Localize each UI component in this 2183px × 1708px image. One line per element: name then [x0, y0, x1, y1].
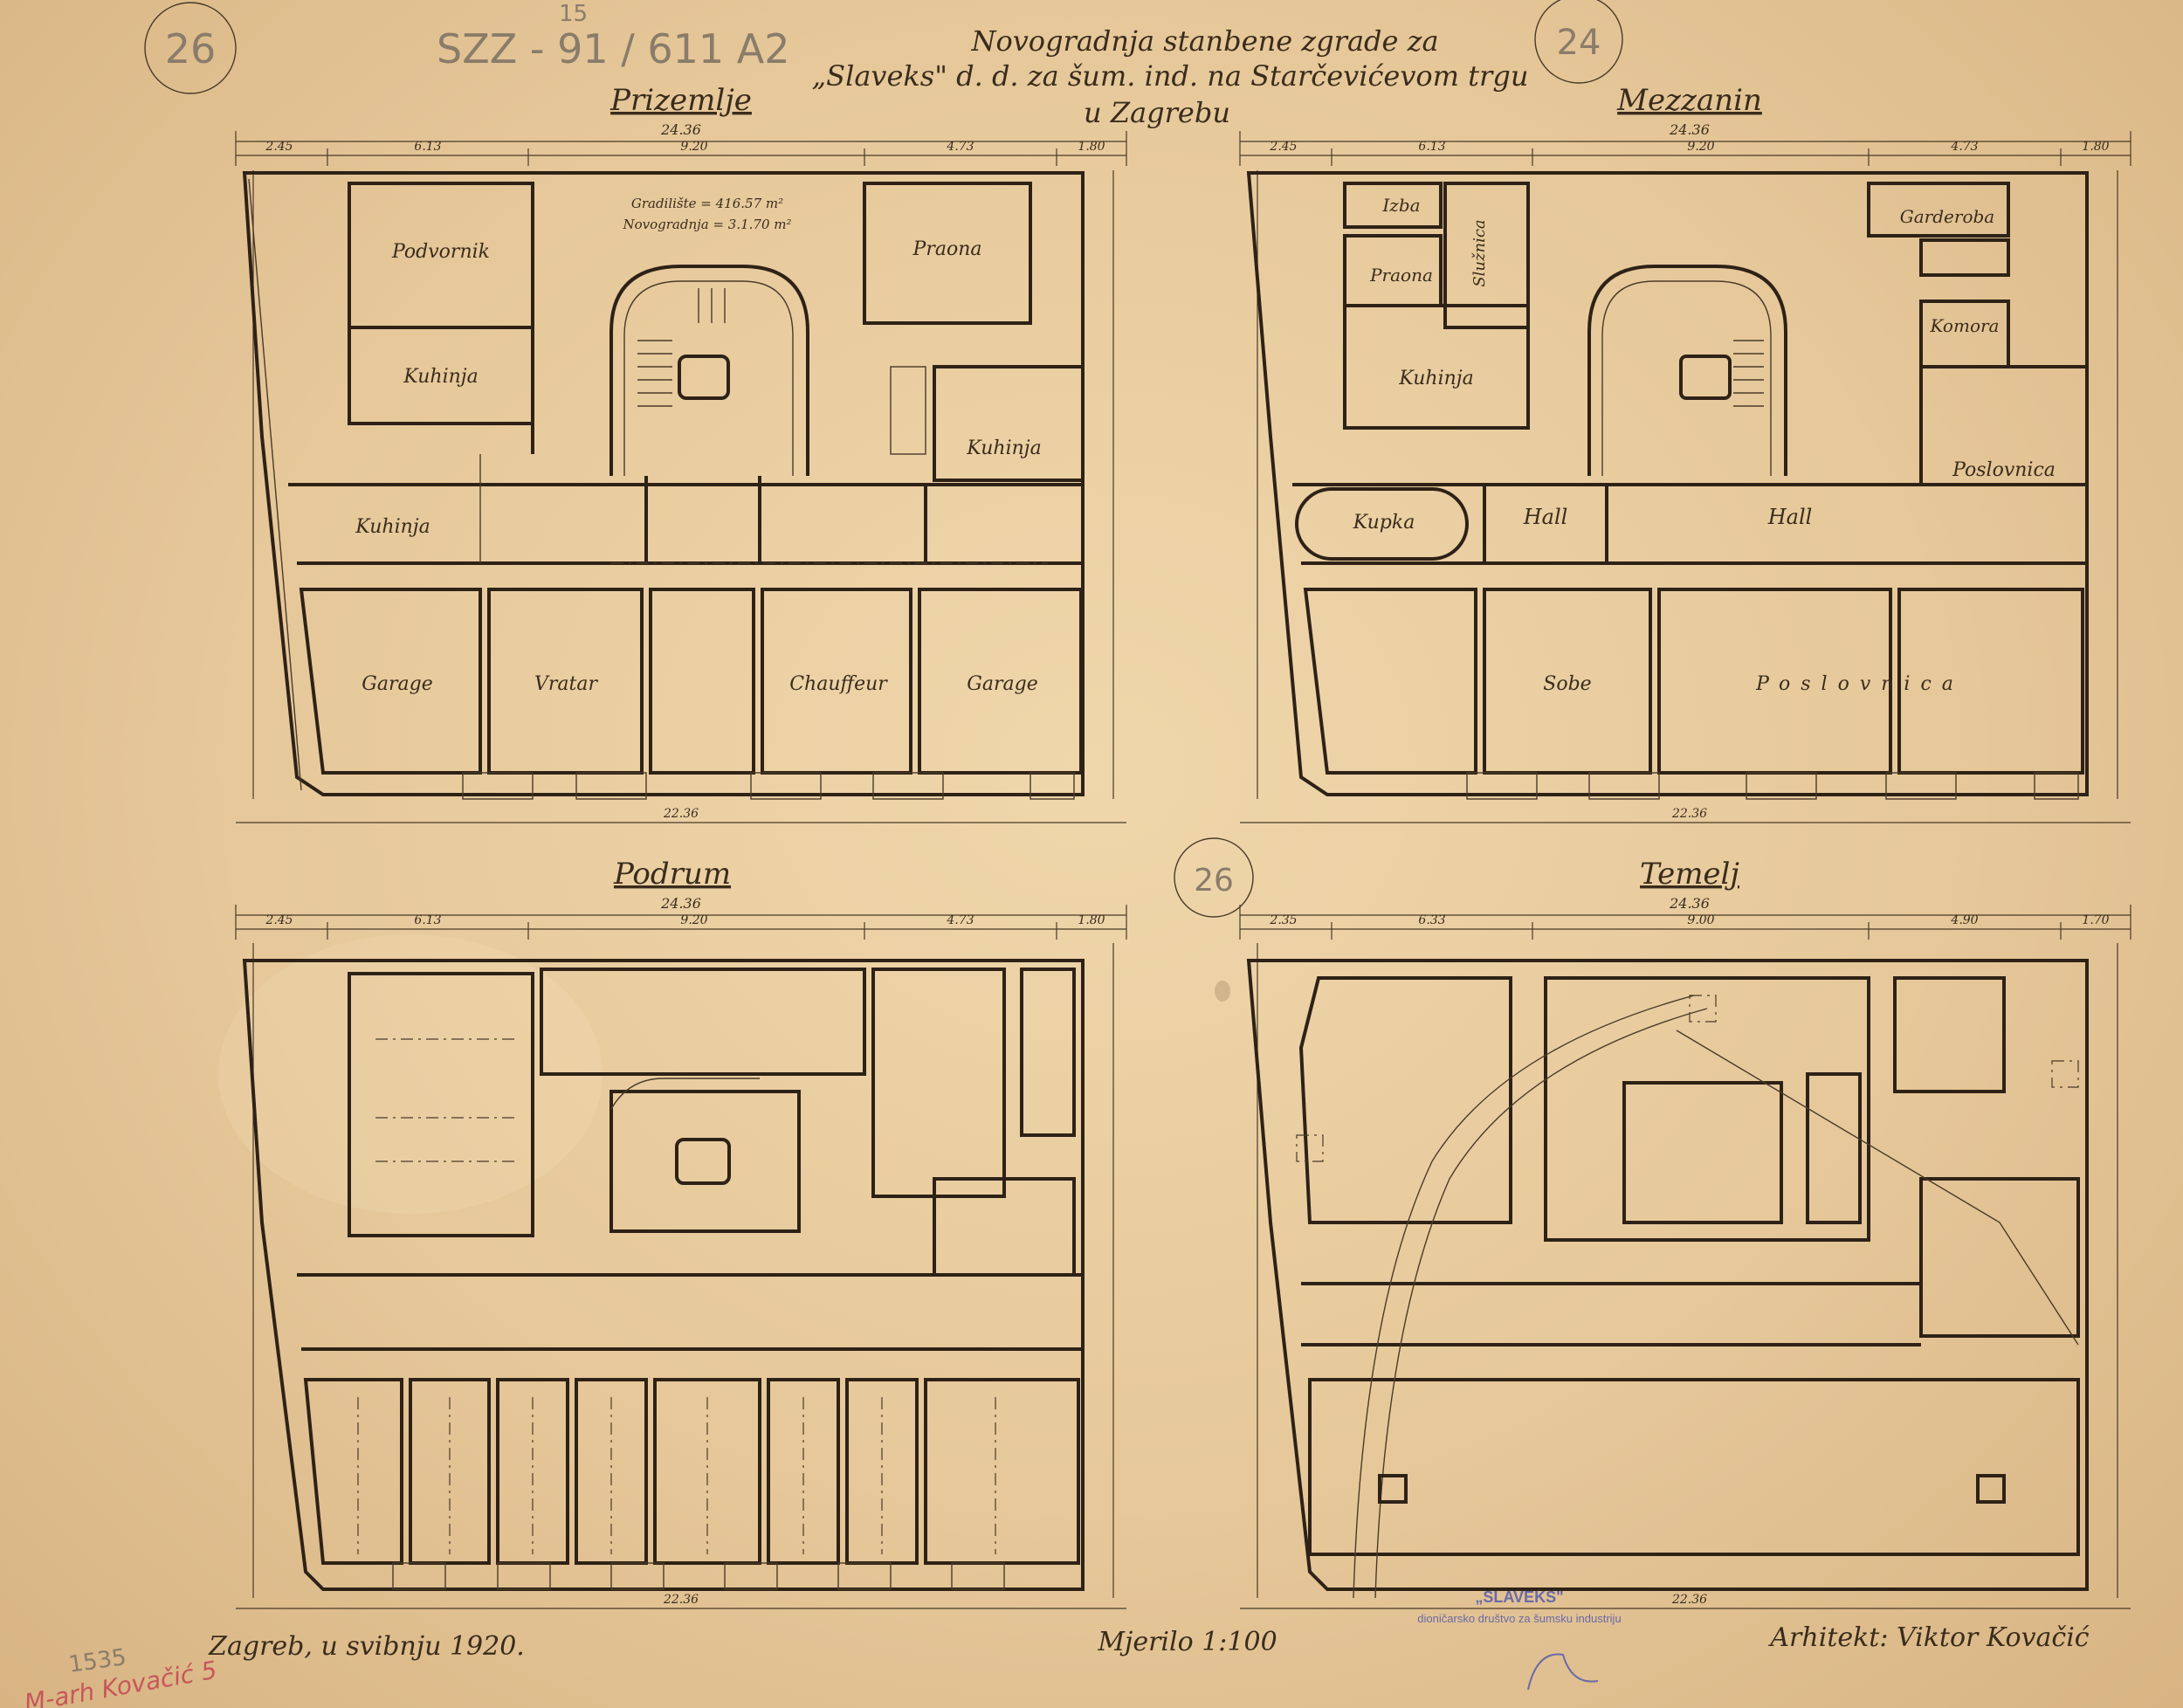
area-note: Gradilište = 416.57 m² [631, 196, 783, 211]
archive-marks: 26 SZZ - 91 / 611 A2 15 24 26 [144, 0, 1623, 918]
archive-circle-mid: 26 [1194, 863, 1234, 899]
plan-prizemlje: Prizemlje 24.36 2.45 6.13 9.20 4.73 1.80 [235, 83, 1127, 823]
room-label-garderoba: Garderoba [1900, 206, 1994, 227]
room-label-vratar: Vratar [534, 673, 598, 695]
dim-overall-bottom: 22.36 [1671, 807, 1707, 821]
room-label-hall: Hall [1523, 505, 1568, 529]
dim-seg: 6.13 [414, 140, 441, 154]
dim-seg: 4.90 [1950, 913, 1978, 927]
room-label-hall: Hall [1767, 505, 1813, 529]
stamp-subtitle: dioničarsko društvo za šumsku industriju [1417, 1612, 1621, 1625]
dim-seg: 4.73 [946, 140, 974, 154]
footer: Zagreb, u svibnju 1920. Mjerilo 1:100 Ar… [22, 1588, 2089, 1708]
plan-podrum: Podrum 24.36 2.45 6.13 9.20 4.73 1.80 [235, 857, 1127, 1609]
archive-superscript: 15 [559, 1, 588, 27]
room-label-sobe: Sobe [1543, 673, 1591, 695]
room-label-praona: Praona [912, 238, 982, 260]
dim-seg: 1.80 [1078, 140, 1105, 154]
stamp-name: „SLAVEKS" [1475, 1588, 1563, 1606]
dim-seg: 9.20 [1687, 140, 1714, 154]
plan-heading: Temelj [1640, 857, 1739, 892]
room-label-kuhinja: Kuhinja [355, 516, 430, 538]
dim-seg: 2.45 [1269, 140, 1297, 154]
room-label-kupka: Kupka [1353, 512, 1415, 534]
archive-circle-left: 26 [165, 25, 217, 72]
plan-mezzanin: Mezzanin 24.36 2.45 6.13 9.20 4.73 1.80 [1239, 83, 2131, 823]
dim-overall-top: 24.36 [1669, 121, 1710, 138]
title-line1: Novogradnja stanbene zgrade za [970, 24, 1438, 58]
drawing-title: Novogradnja stanbene zgrade za „Slaveks"… [812, 24, 1529, 129]
dim-seg: 6.33 [1418, 913, 1445, 927]
dim-overall-bottom: 22.36 [1671, 1593, 1707, 1607]
dim-seg: 1.80 [1078, 913, 1105, 927]
room-label-komora: Komora [1930, 315, 2000, 336]
place-date: Zagreb, u svibnju 1920. [208, 1631, 525, 1662]
title-line3: u Zagrebu [1084, 96, 1230, 129]
dim-overall-top: 24.36 [660, 895, 701, 912]
plan-heading: Mezzanin [1616, 83, 1762, 118]
dim-seg: 1.70 [2082, 913, 2109, 927]
architect-signature: Arhitekt: Viktor Kovačić [1767, 1622, 2089, 1653]
scale-label: Mjerilo 1:100 [1097, 1627, 1277, 1657]
dim-overall-bottom: 22.36 [663, 1593, 699, 1607]
title-line2: „Slaveks" d. d. za šum. ind. na Starčevi… [812, 59, 1529, 93]
dim-seg: 9.00 [1687, 913, 1714, 927]
dim-seg: 1.80 [2082, 140, 2109, 154]
dim-seg: 4.73 [946, 913, 974, 927]
dim-seg: 9.20 [680, 913, 707, 927]
room-label-garage: Garage [362, 673, 432, 695]
archive-ref: SZZ - 91 / 611 A2 [437, 25, 790, 72]
room-label-kuhinja: Kuhinja [1398, 368, 1473, 389]
room-label-podvornik: Podvornik [391, 241, 490, 263]
dim-seg: 2.45 [265, 913, 293, 927]
dim-overall-top: 24.36 [660, 121, 701, 138]
archive-circle-right: 24 [1557, 23, 1601, 63]
room-label-poslovnica: Poslovnica [1952, 459, 2056, 481]
area-note: Novogradnja = 3.1.70 m² [622, 217, 791, 232]
plan-heading: Podrum [613, 857, 731, 892]
room-label-kuhinja: Kuhinja [966, 437, 1041, 459]
dim-overall-top: 24.36 [1669, 895, 1710, 912]
dim-seg: 4.73 [1950, 140, 1978, 154]
dim-overall-bottom: 22.36 [663, 807, 699, 821]
room-label-garage: Garage [967, 673, 1037, 695]
dim-seg: 6.13 [414, 913, 441, 927]
dim-seg: 2.45 [265, 140, 293, 154]
plan-heading: Prizemlje [609, 83, 752, 118]
room-label-praona: Praona [1369, 265, 1433, 286]
plan-temelj: Temelj 24.36 2.35 6.33 9.00 4.90 1.70 22… [1239, 857, 2131, 1609]
room-label-poslovnica: Poslovnica [1755, 673, 1964, 695]
room-label-sluznica: Služnica [1470, 219, 1489, 286]
dim-seg: 9.20 [680, 140, 707, 154]
room-label-izba: Izba [1381, 195, 1420, 216]
dim-seg: 2.35 [1269, 913, 1297, 927]
room-label-kuhinja: Kuhinja [403, 366, 478, 388]
dim-seg: 6.13 [1418, 140, 1445, 154]
room-label-chauffeur: Chauffeur [789, 673, 888, 695]
company-stamp: „SLAVEKS" dioničarsko društvo za šumsku … [1417, 1588, 1622, 1691]
